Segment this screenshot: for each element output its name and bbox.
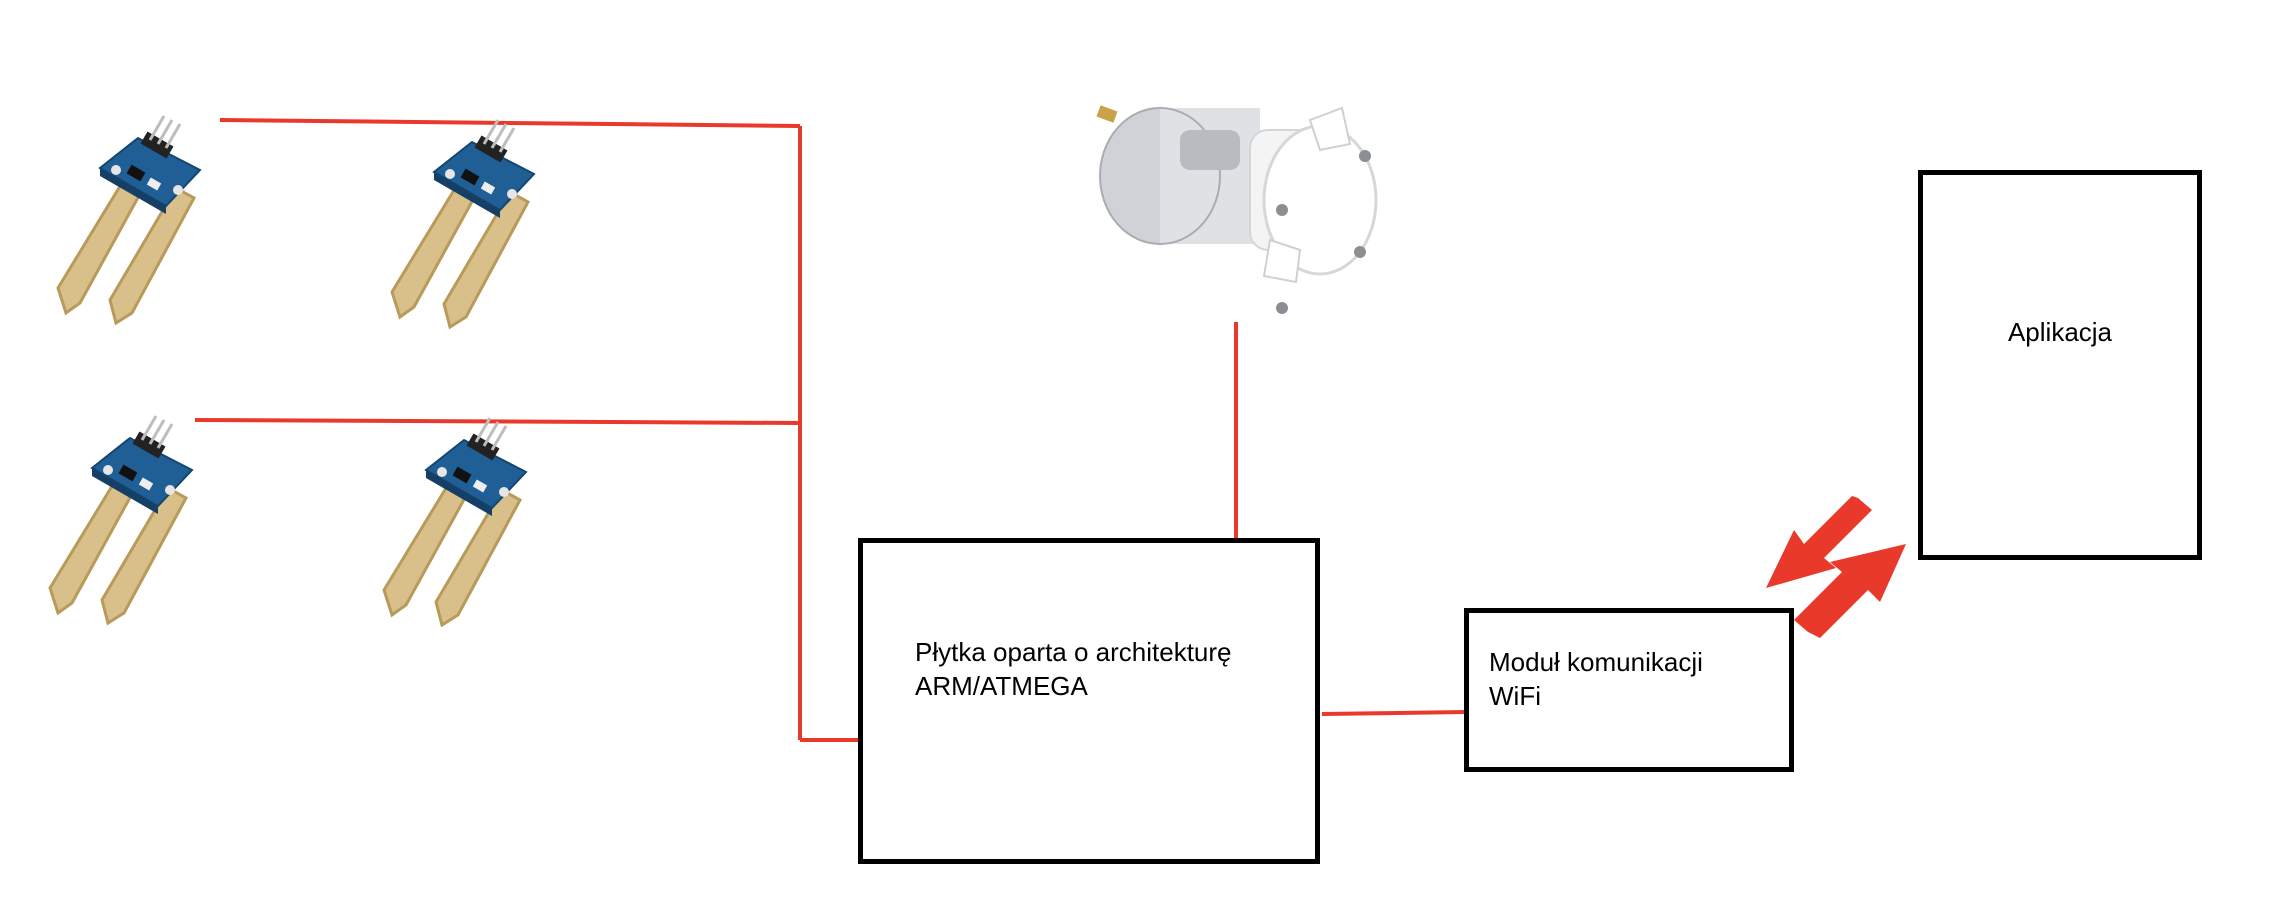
wifi-module-box: Moduł komunikacji WiFi: [1464, 608, 1794, 772]
arrow-app-to-wifi: [1766, 496, 1872, 588]
wire-bottom-sensors: [194, 418, 801, 425]
application-box: Aplikacja: [1918, 170, 2202, 560]
wifi-label-line1: Moduł komunikacji: [1489, 647, 1703, 677]
soil-moisture-sensor-2: [390, 118, 536, 329]
soil-moisture-sensor-1: [56, 114, 202, 325]
wifi-label-line2: WiFi: [1489, 681, 1541, 711]
board-label-line1: Płytka oparta o architekturę: [915, 637, 1232, 667]
board-box: Płytka oparta o architekturę ARM/ATMEGA: [858, 538, 1320, 864]
soil-moisture-sensor-3: [48, 414, 194, 625]
wire-top-sensors: [219, 118, 801, 128]
board-label-line2: ARM/ATMEGA: [915, 671, 1088, 701]
application-label: Aplikacja: [2007, 317, 2113, 347]
arrow-wifi-to-app: [1794, 544, 1906, 638]
wireless-link-arrows: [1766, 496, 1906, 638]
soil-moisture-sensor-4: [382, 416, 528, 627]
water-pump: [1096, 105, 1378, 314]
wire-board-to-wifi: [1321, 710, 1467, 716]
wire-group: [194, 118, 1467, 742]
